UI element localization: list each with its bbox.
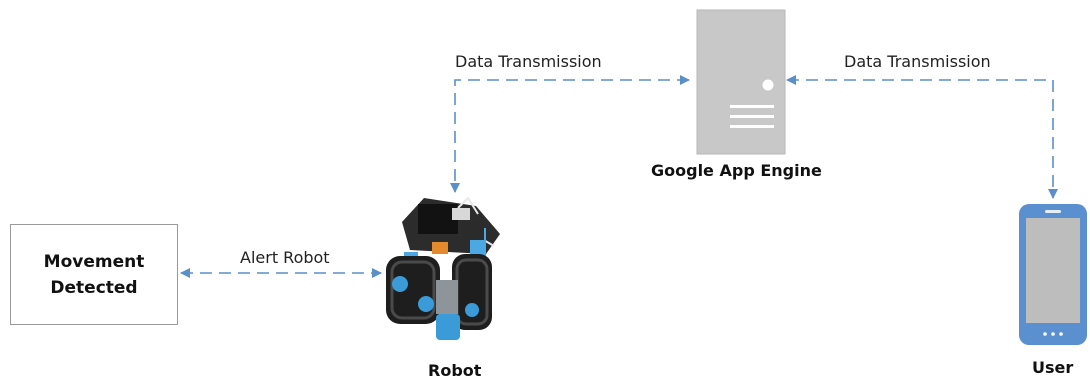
alert-robot-label: Alert Robot — [240, 248, 330, 267]
smartphone-icon — [1019, 204, 1087, 345]
google-app-engine-label: Google App Engine — [651, 161, 822, 180]
movement-detected-label: Movement Detected — [43, 251, 145, 298]
connector-server-robot — [450, 75, 690, 193]
movement-detected-box: Movement Detected — [10, 224, 178, 325]
server-icon — [696, 9, 786, 155]
user-label: User — [1032, 358, 1074, 377]
data-transmission-right-label: Data Transmission — [844, 52, 991, 71]
robot-label: Robot — [428, 361, 482, 380]
robot-image — [386, 196, 500, 340]
connector-server-user — [786, 75, 1058, 199]
data-transmission-left-label: Data Transmission — [455, 52, 602, 71]
